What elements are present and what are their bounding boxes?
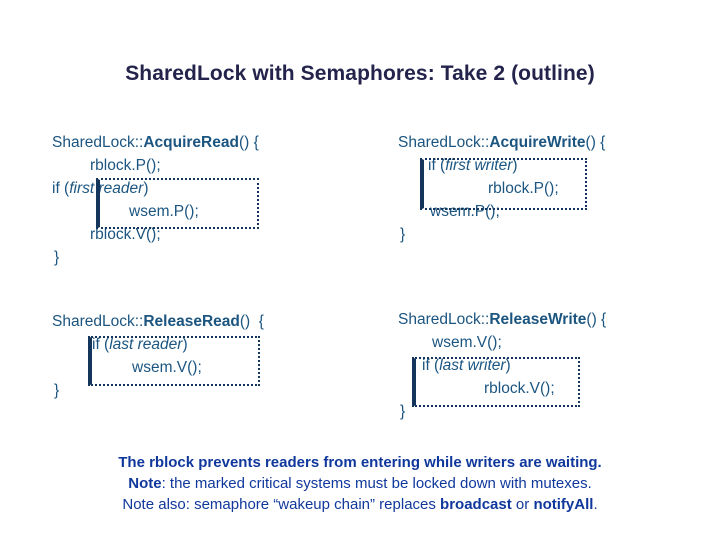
signature-name: ReleaseWrite [489, 311, 587, 328]
footer-note: The rblock prevents readers from enterin… [0, 452, 720, 515]
code-closing-brace: } [398, 223, 605, 246]
close-paren: ) [182, 336, 188, 353]
footer-term-broadcast: broadcast [440, 496, 512, 513]
code-closing-brace: } [52, 379, 264, 402]
footer-line-3-c: or [511, 496, 534, 513]
closing-brace-glyph: } [54, 249, 60, 266]
code-line: rblock.V(); [52, 223, 259, 246]
signature-prefix: SharedLock:: [52, 313, 144, 330]
closing-brace-glyph: } [54, 382, 60, 399]
closing-brace-glyph: } [400, 403, 406, 420]
if-condition: first reader [69, 180, 144, 197]
signature-suffix: () { [239, 313, 264, 330]
if-keyword: if ( [422, 357, 440, 374]
signature-prefix: SharedLock:: [398, 311, 490, 328]
if-keyword: if ( [92, 336, 110, 353]
code-closing-brace: } [52, 246, 259, 269]
close-paren: ) [505, 357, 511, 374]
code-line-if: if (last reader) [52, 333, 264, 356]
stmt-wsem-v: wsem.V(); [432, 334, 502, 351]
closing-brace-glyph: } [400, 226, 406, 243]
if-condition: first writer [445, 157, 513, 174]
footer-line-3-e: . [593, 496, 598, 513]
code-line: wsem.P(); [52, 200, 259, 223]
code-block-acquire-write: SharedLock::AcquireWrite() { if (first w… [398, 131, 605, 246]
footer-line-2-text: : the marked critical systems must be lo… [161, 475, 592, 492]
code-line: rblock.P(); [52, 154, 259, 177]
signature-suffix: () { [586, 311, 607, 328]
footer-term-notifyall: notifyAll [533, 496, 594, 513]
stmt-rblock-p: rblock.P(); [488, 180, 559, 197]
signature-name: AcquireRead [143, 134, 239, 151]
footer-line-3: Note also: semaphore “wakeup chain” repl… [0, 494, 720, 515]
code-block-acquire-read: SharedLock::AcquireRead() { rblock.P(); … [52, 131, 259, 269]
code-signature-acquire-read: SharedLock::AcquireRead() { [52, 131, 259, 154]
footer-line-1: The rblock prevents readers from enterin… [118, 454, 602, 471]
code-line-if: if (last writer) [398, 354, 606, 377]
code-block-release-read: SharedLock::ReleaseRead() { if (last rea… [52, 310, 264, 402]
stmt-rblock-v: rblock.V(); [484, 380, 555, 397]
code-line-if: if (first writer) [398, 154, 605, 177]
if-condition: last reader [109, 336, 183, 353]
if-keyword: if ( [52, 180, 70, 197]
signature-name: AcquireWrite [489, 134, 586, 151]
stmt-rblock-p: rblock.P(); [90, 157, 161, 174]
stmt-wsem-v: wsem.V(); [132, 359, 202, 376]
signature-suffix: () { [585, 134, 606, 151]
code-signature-release-read: SharedLock::ReleaseRead() { [52, 310, 264, 333]
stmt-wsem-p: wsem.P(); [430, 203, 500, 220]
signature-prefix: SharedLock:: [52, 134, 144, 151]
signature-suffix: () { [238, 134, 259, 151]
footer-line-3-a: Note also: semaphore “wakeup chain” repl… [122, 496, 441, 513]
if-keyword: if ( [428, 157, 446, 174]
code-signature-release-write: SharedLock::ReleaseWrite() { [398, 308, 606, 331]
page-title: SharedLock with Semaphores: Take 2 (outl… [125, 62, 595, 85]
signature-name: ReleaseRead [143, 313, 240, 330]
stmt-wsem-p: wsem.P(); [129, 203, 199, 220]
close-paren: ) [143, 180, 149, 197]
stmt-rblock-v: rblock.V(); [90, 226, 161, 243]
code-line-if: if (first reader) [52, 177, 259, 200]
code-line: wsem.V(); [398, 331, 606, 354]
code-block-release-write: SharedLock::ReleaseWrite() { wsem.V(); i… [398, 308, 606, 423]
footer-note-label: Note [128, 475, 162, 492]
code-signature-acquire-write: SharedLock::AcquireWrite() { [398, 131, 605, 154]
footer-line-2: Note: the marked critical systems must b… [0, 473, 720, 494]
signature-prefix: SharedLock:: [398, 134, 490, 151]
code-line: rblock.P(); [398, 177, 605, 200]
if-condition: last writer [439, 357, 506, 374]
code-line: rblock.V(); [398, 377, 606, 400]
code-line: wsem.P(); [398, 200, 605, 223]
code-line: wsem.V(); [52, 356, 264, 379]
close-paren: ) [512, 157, 518, 174]
code-closing-brace: } [398, 400, 606, 423]
